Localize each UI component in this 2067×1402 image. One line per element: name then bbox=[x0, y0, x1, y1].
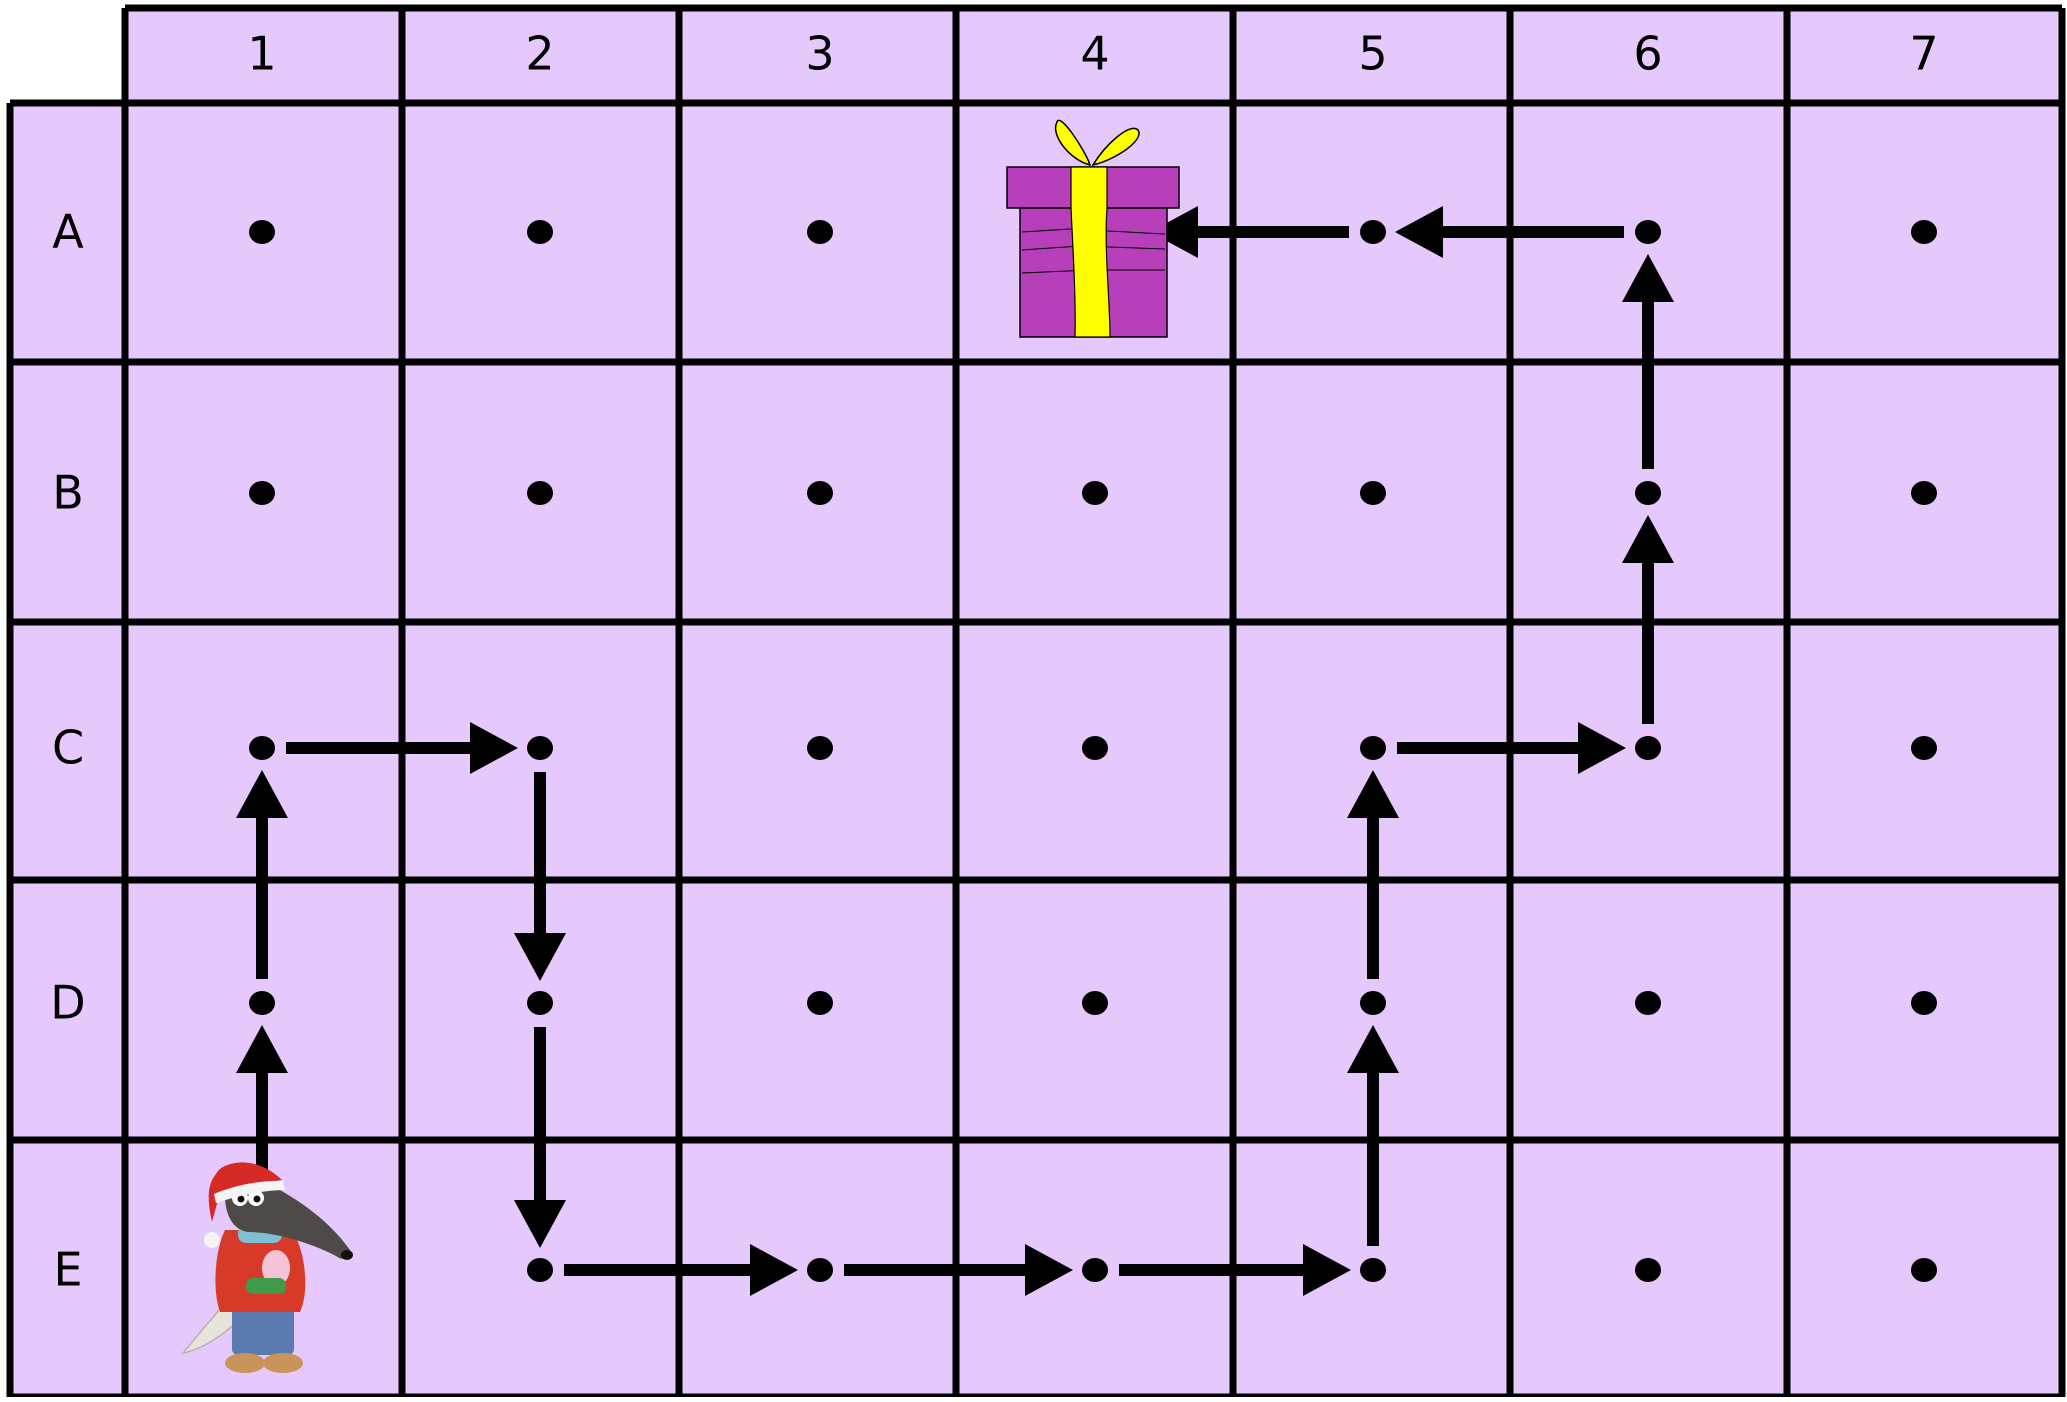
grid-dot-D1 bbox=[249, 991, 275, 1015]
grid-dot-E2 bbox=[527, 1258, 553, 1282]
grid-dot-D5 bbox=[1360, 991, 1386, 1015]
grid-dot-A5 bbox=[1360, 220, 1386, 244]
grid-dot-E6 bbox=[1635, 1258, 1661, 1282]
grid-dot-B7 bbox=[1911, 481, 1937, 505]
grid-dot-C1 bbox=[249, 736, 275, 760]
character-mitten bbox=[246, 1278, 286, 1294]
character-pupil-right bbox=[254, 1196, 261, 1203]
grid-dot-E5 bbox=[1360, 1258, 1386, 1282]
grid-dot-C5 bbox=[1360, 736, 1386, 760]
character-pupil-left bbox=[238, 1196, 245, 1203]
column-header-7: 7 bbox=[1909, 27, 1938, 81]
grid-dot-A2 bbox=[527, 220, 553, 244]
column-header-2: 2 bbox=[525, 27, 554, 81]
grid-dot-B2 bbox=[527, 481, 553, 505]
character-right-boot bbox=[263, 1353, 303, 1373]
grid-dot-B3 bbox=[807, 481, 833, 505]
grid-dot-E7 bbox=[1911, 1258, 1937, 1282]
grid-dot-C4 bbox=[1082, 736, 1108, 760]
column-header-5: 5 bbox=[1358, 27, 1387, 81]
column-header-4: 4 bbox=[1080, 27, 1109, 81]
grid-dot-B1 bbox=[249, 481, 275, 505]
character-left-boot bbox=[225, 1353, 265, 1373]
grid-dot-B4 bbox=[1082, 481, 1108, 505]
grid-dot-C6 bbox=[1635, 736, 1661, 760]
grid-dot-B5 bbox=[1360, 481, 1386, 505]
grid-dot-C7 bbox=[1911, 736, 1937, 760]
grid-dot-A1 bbox=[249, 220, 275, 244]
grid-dot-E3 bbox=[807, 1258, 833, 1282]
grid-dot-D4 bbox=[1082, 991, 1108, 1015]
grid-dot-E4 bbox=[1082, 1258, 1108, 1282]
row-header-C: C bbox=[52, 721, 84, 775]
row-header-B: B bbox=[52, 466, 84, 520]
gift-ribbon bbox=[1071, 167, 1110, 337]
grid-dot-D6 bbox=[1635, 991, 1661, 1015]
character-legs bbox=[232, 1305, 294, 1355]
column-header-3: 3 bbox=[805, 27, 834, 81]
grid-dot-D7 bbox=[1911, 991, 1937, 1015]
column-header-1: 1 bbox=[247, 27, 276, 81]
grid-dot-A7 bbox=[1911, 220, 1937, 244]
grid-dot-D3 bbox=[807, 991, 833, 1015]
grid-dot-C3 bbox=[807, 736, 833, 760]
character-hat-pompom bbox=[204, 1232, 220, 1248]
row-header-E: E bbox=[53, 1243, 82, 1297]
grid-dot-A6 bbox=[1635, 220, 1661, 244]
column-header-6: 6 bbox=[1633, 27, 1662, 81]
grid-dot-A3 bbox=[807, 220, 833, 244]
grid-dot-D2 bbox=[527, 991, 553, 1015]
grid-dot-B6 bbox=[1635, 481, 1661, 505]
character-nose bbox=[341, 1250, 353, 1260]
row-header-A: A bbox=[52, 205, 84, 259]
row-header-D: D bbox=[50, 976, 85, 1030]
grid-dot-C2 bbox=[527, 736, 553, 760]
